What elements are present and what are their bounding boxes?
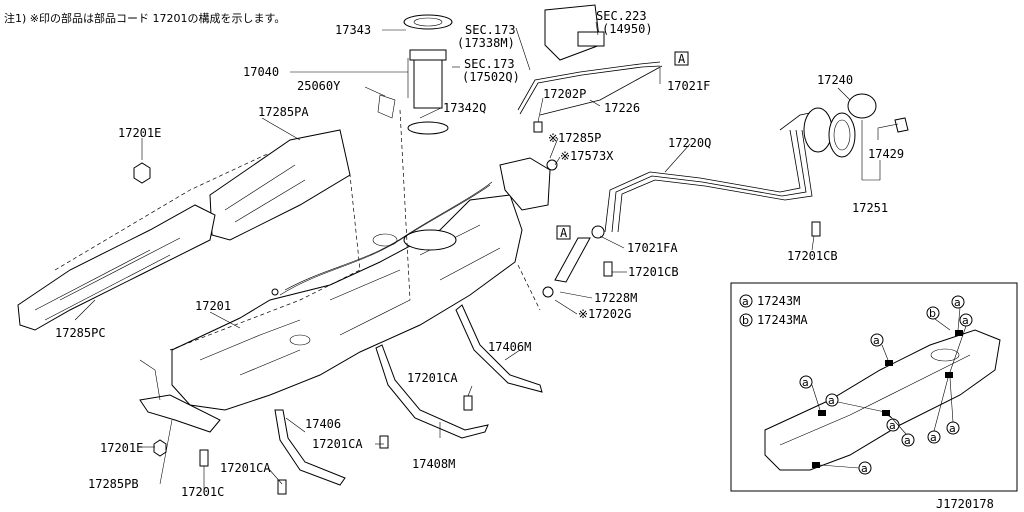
svg-text:a: a	[962, 314, 969, 327]
svg-text:a: a	[802, 376, 809, 389]
svg-text:a: a	[904, 434, 911, 447]
svg-text:a: a	[828, 394, 835, 407]
label-17285P: ※17285P	[548, 131, 601, 145]
label-17251: 17251	[852, 201, 888, 215]
label-17201C: 17201C	[181, 485, 224, 499]
label-17228M: 17228M	[594, 291, 637, 305]
filler-assembly	[803, 93, 909, 158]
inset-panel: a 17243M b 17243MA a a b a a a a a a a a	[730, 282, 1018, 492]
label-sec223-sub: (14950)	[602, 22, 653, 36]
label-17226: 17226	[604, 101, 640, 115]
label-17201CB-b: 17201CB	[787, 249, 838, 263]
heat-shield-17285PA	[209, 129, 351, 241]
label-sec173-a: SEC.173	[465, 23, 516, 37]
label-17040: 17040	[243, 65, 279, 79]
heat-shield-17285PC	[17, 204, 216, 331]
label-17573X: ※17573X	[560, 149, 614, 163]
label-17201CB-a: 17201CB	[628, 265, 679, 279]
legend-b-key: b	[742, 314, 749, 327]
label-17343: 17343	[335, 23, 371, 37]
label-17201CA-b: 17201CA	[312, 437, 363, 451]
label-17021FA: 17021FA	[627, 241, 678, 255]
label-17201CA-c: 17201CA	[407, 371, 458, 385]
label-17220Q: 17220Q	[668, 136, 711, 150]
label-17285PC: 17285PC	[55, 326, 106, 340]
label-17429: 17429	[868, 147, 904, 161]
label-17201: 17201	[195, 299, 231, 313]
svg-text:a: a	[949, 422, 956, 435]
pipes	[517, 61, 816, 298]
fasteners	[133, 121, 821, 495]
inset-markers: a a b a a a a a a a a	[799, 295, 973, 475]
label-17240: 17240	[817, 73, 853, 87]
diagram-id: J1720178	[936, 497, 994, 511]
label-sec173-a-sub: (17338M)	[457, 36, 515, 50]
svg-text:a: a	[873, 334, 880, 347]
heat-shield-17285PB	[139, 359, 221, 433]
leader-lines	[74, 21, 899, 490]
svg-text:b: b	[929, 307, 936, 320]
label-17201CA-a: 17201CA	[220, 461, 271, 475]
label-17202P: 17202P	[543, 87, 586, 101]
svg-text:a: a	[954, 296, 961, 309]
label-sec223: SEC.223	[596, 9, 647, 23]
bracket-17285P	[499, 157, 558, 211]
label-17406: 17406	[305, 417, 341, 431]
label-17406M: 17406M	[488, 340, 531, 354]
label-17021F: 17021F	[667, 79, 710, 93]
legend-b-value: 17243MA	[757, 313, 808, 327]
label-sec173-b-sub: (17502Q)	[462, 70, 520, 84]
svg-text:a: a	[889, 419, 896, 432]
svg-text:a: a	[930, 431, 937, 444]
label-25060Y: 25060Y	[297, 79, 341, 93]
label-17285PA: 17285PA	[258, 105, 309, 119]
label-17342Q: 17342Q	[443, 101, 486, 115]
legend-a-key: a	[742, 295, 749, 308]
label-17285PB: 17285PB	[88, 477, 139, 491]
note-text: 注1) ※印の部品は部品コード 17201の構成を示します。	[4, 11, 285, 25]
ref-box-a-top: A	[678, 52, 686, 66]
label-17408M: 17408M	[412, 457, 455, 471]
tank-straps	[274, 304, 543, 486]
part-labels: 17343 17040 25060Y 17285PA 17201E 17285P…	[55, 9, 904, 499]
legend-a-value: 17243M	[757, 294, 800, 308]
ref-box-a-mid: A	[560, 226, 568, 240]
label-17202G: ※17202G	[578, 307, 631, 321]
svg-text:a: a	[861, 462, 868, 475]
evap-canister	[544, 4, 605, 61]
label-17201E-bottom: 17201E	[100, 441, 143, 455]
label-sec173-b: SEC.173	[464, 57, 515, 71]
fuel-pump	[377, 14, 453, 135]
label-17201E-top: 17201E	[118, 126, 161, 140]
fuel-tank	[171, 181, 523, 411]
